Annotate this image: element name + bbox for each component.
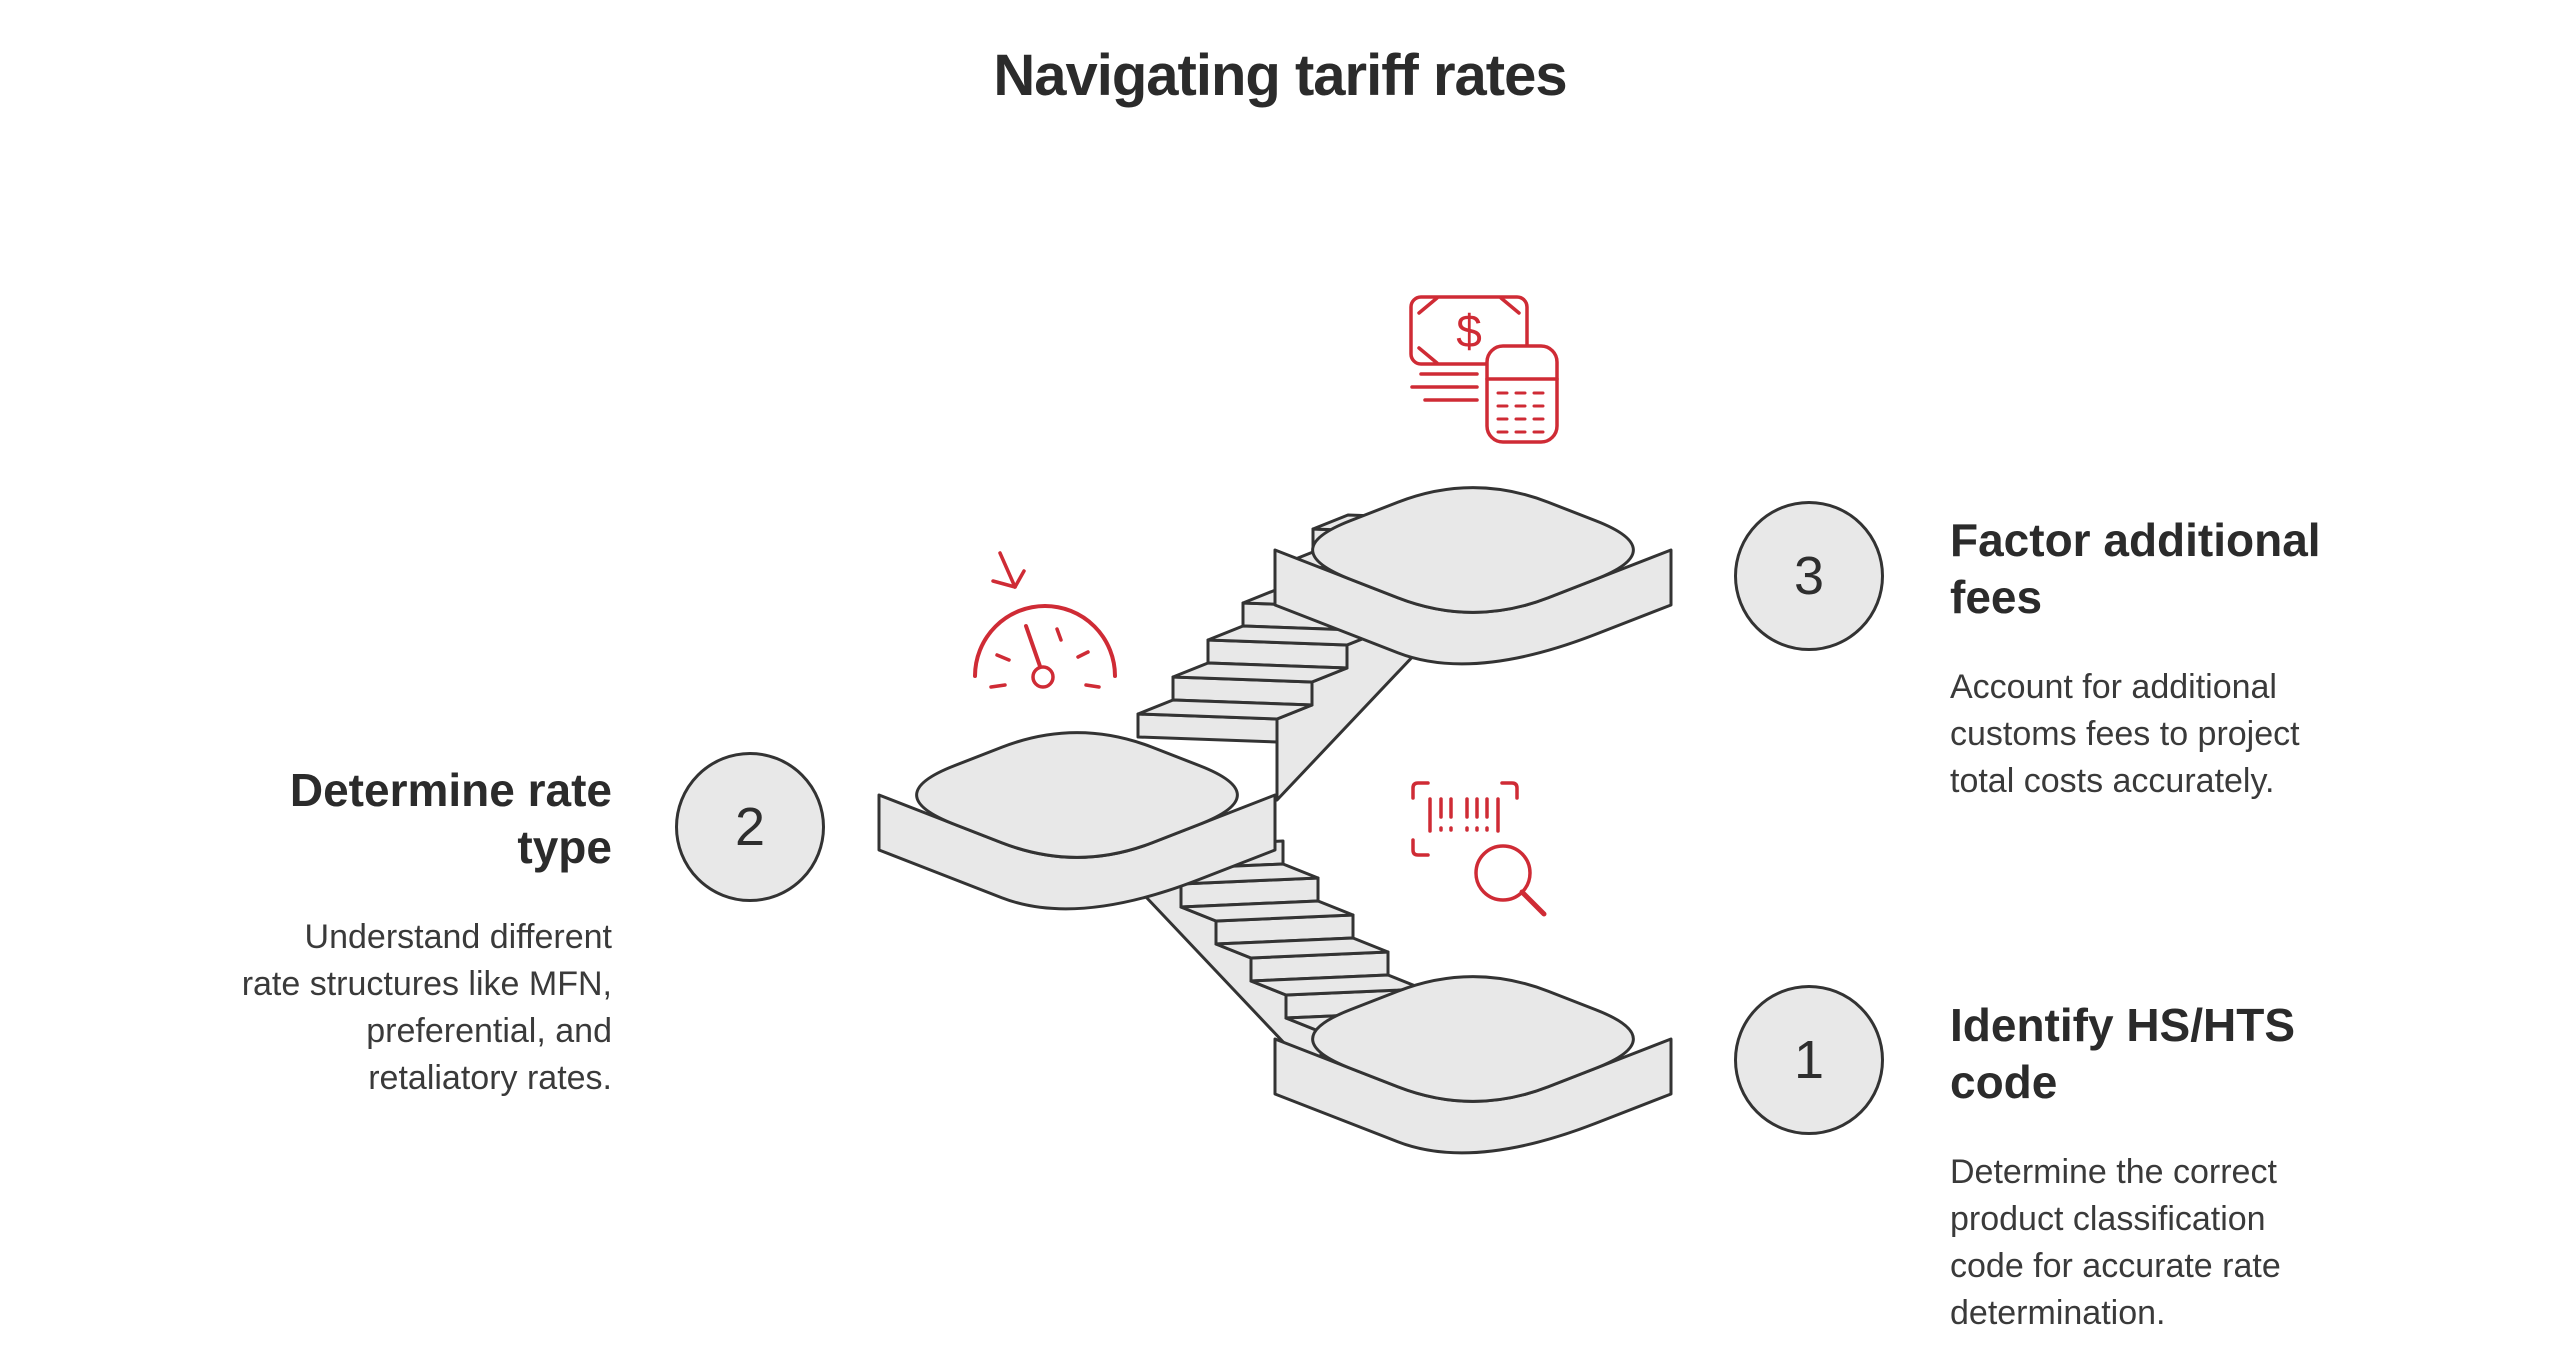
desc-line: code for accurate rate: [1950, 1246, 2281, 1285]
step-3-description: Account for additional customs fees to p…: [1950, 664, 2410, 805]
desc-line: customs fees to project: [1950, 714, 2300, 753]
step-3-number: 3: [1793, 546, 1825, 606]
bottom-platform: [1273, 975, 1673, 1155]
desc-line: retaliatory rates.: [368, 1058, 612, 1097]
staircase-illustration: $: [877, 295, 1673, 1155]
step-1-text-block: Identify HS/HTS code Determine the corre…: [1950, 997, 2410, 1337]
barcode-search-icon: [1411, 781, 1547, 917]
top-platform: [1273, 486, 1673, 666]
step-1-heading-line: code: [1950, 1056, 2058, 1109]
money-calculator-icon: $: [1409, 295, 1559, 444]
desc-line: Determine the correct: [1950, 1153, 2277, 1192]
desc-line: total costs accurately.: [1950, 761, 2275, 800]
step-2-text-block: Determine rate type Understand different…: [152, 762, 612, 1102]
step-3-number-badge: 3: [1734, 501, 1884, 651]
desc-line: rate structures like MFN,: [241, 964, 612, 1003]
step-2-heading-line: Determine rate: [289, 764, 612, 816]
step-1-description: Determine the correct product classifica…: [1950, 1149, 2410, 1337]
gauge-icon: [973, 551, 1117, 689]
desc-line: preferential, and: [366, 1011, 612, 1050]
middle-platform: [877, 731, 1277, 911]
desc-line: Understand different: [304, 918, 612, 957]
step-2-number: 2: [734, 797, 766, 857]
step-1-number: 1: [1793, 1030, 1825, 1090]
step-3-heading-line: Factor additional: [1950, 514, 2321, 566]
dollar-sign: $: [1456, 305, 1482, 357]
desc-line: Account for additional: [1950, 668, 2277, 707]
desc-line: product classification: [1950, 1199, 2266, 1238]
step-2-description: Understand different rate structures lik…: [152, 914, 612, 1102]
step-3-heading: Factor additional fees: [1950, 512, 2410, 626]
page-title: Navigating tariff rates: [993, 43, 1567, 108]
step-3-text-block: Factor additional fees Account for addit…: [1950, 512, 2410, 805]
step-2-heading: Determine rate type: [152, 762, 612, 876]
step-2-heading-line: type: [517, 821, 612, 874]
step-1-heading: Identify HS/HTS code: [1950, 997, 2410, 1111]
step-1-number-badge: 1: [1734, 985, 1884, 1135]
step-1-heading-line: Identify HS/HTS: [1950, 999, 2296, 1051]
desc-line: determination.: [1950, 1293, 2166, 1332]
step-2-number-badge: 2: [675, 752, 825, 902]
step-3-heading-line: fees: [1950, 571, 2043, 624]
